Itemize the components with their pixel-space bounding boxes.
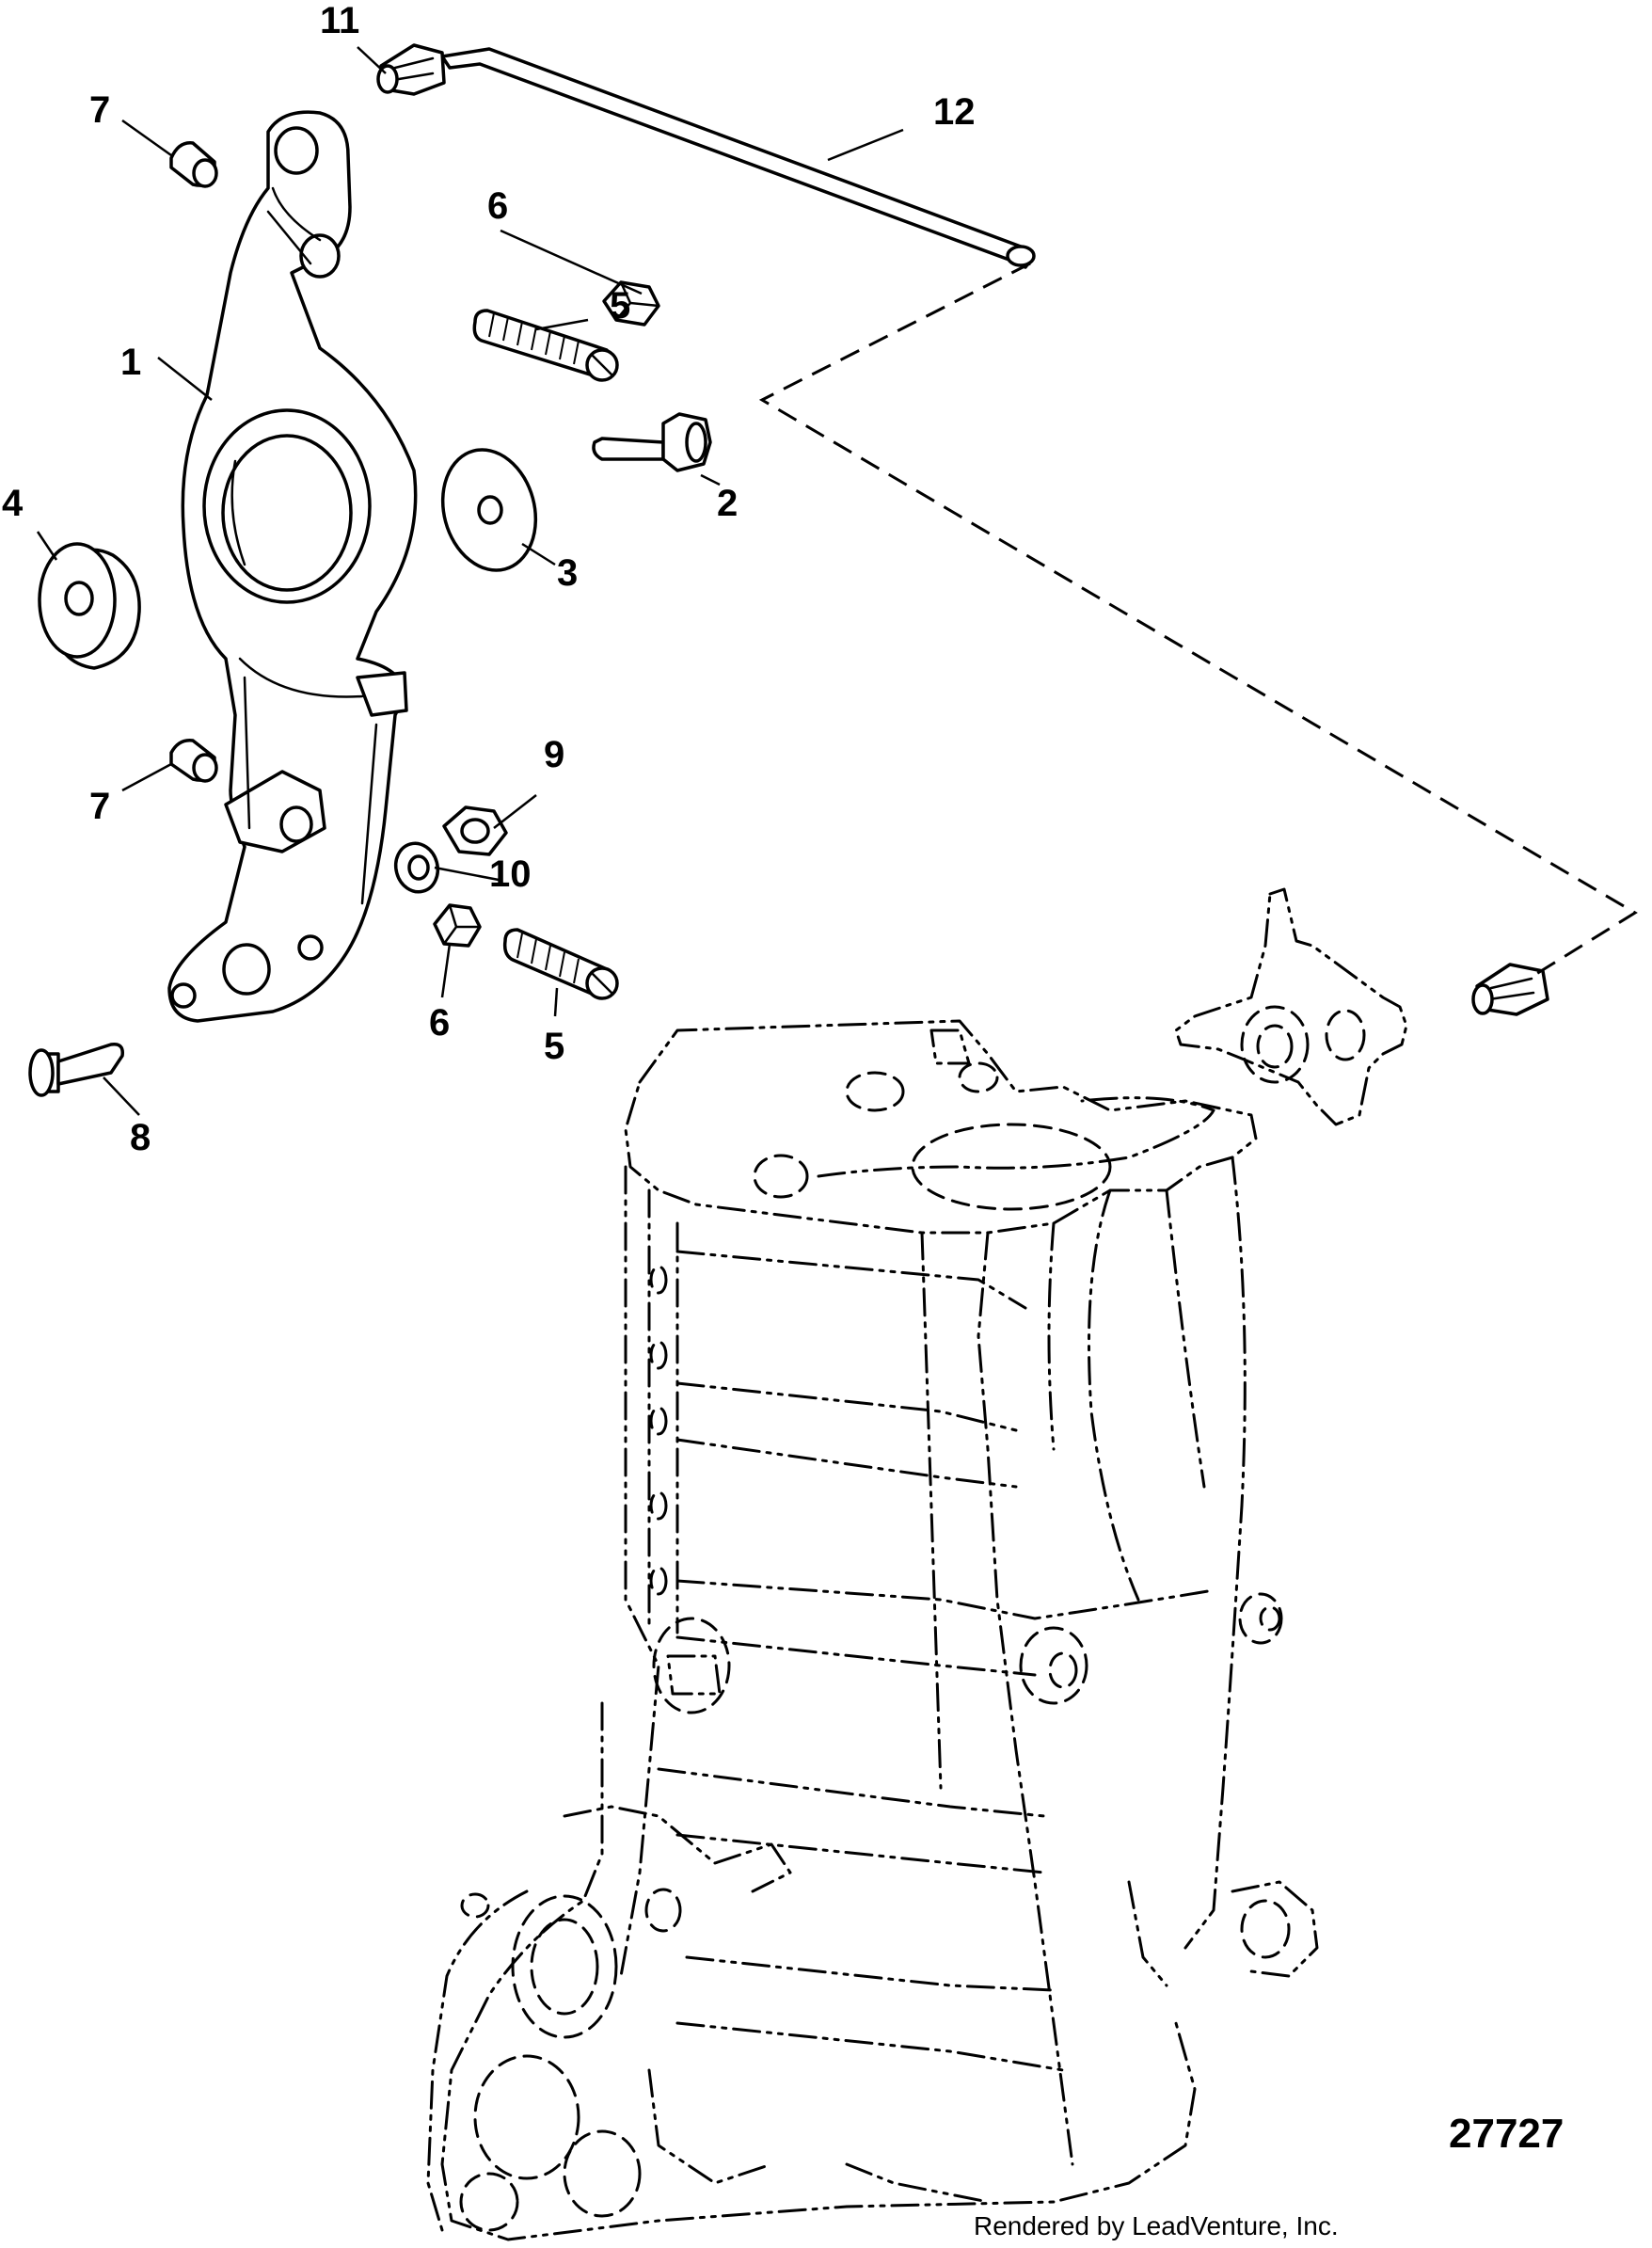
callout-10: 10 xyxy=(489,853,532,895)
callout-4: 4 xyxy=(2,483,24,524)
link-rod xyxy=(440,47,1036,269)
callout-1: 1 xyxy=(120,342,141,383)
shift-lever xyxy=(167,110,418,1023)
callouts: 1 2 3 4 5 5 6 6 7 7 8 9 10 11 12 xyxy=(2,0,976,1158)
washer-large xyxy=(440,448,538,572)
callout-7-bottom: 7 xyxy=(89,786,110,827)
callout-11: 11 xyxy=(320,0,359,41)
nut-lower xyxy=(442,805,508,856)
rod-clip-top xyxy=(376,43,446,96)
bushing-top xyxy=(169,141,218,188)
washer-small xyxy=(393,841,440,894)
callout-2: 2 xyxy=(717,483,738,524)
callout-7-top: 7 xyxy=(89,89,110,131)
callout-3: 3 xyxy=(557,552,578,594)
callout-6-top: 6 xyxy=(487,185,508,227)
pivot-pin xyxy=(28,1043,124,1097)
callout-12: 12 xyxy=(933,91,976,133)
leader-lines xyxy=(36,46,904,1116)
screw-bottom xyxy=(502,928,619,1000)
callout-8: 8 xyxy=(130,1117,151,1158)
callout-6-bottom: 6 xyxy=(429,1002,450,1044)
screw-top xyxy=(472,309,619,382)
bolt xyxy=(592,412,712,472)
nut-bottom xyxy=(433,903,482,948)
figure-number: 27727 xyxy=(1449,2111,1564,2157)
callout-5-top: 5 xyxy=(610,285,630,327)
callout-5-bottom: 5 xyxy=(544,1026,564,1067)
assembly-path-line xyxy=(758,262,1638,981)
rod-clip-housing xyxy=(1471,963,1549,1016)
plug xyxy=(38,542,141,670)
nut-top xyxy=(602,280,660,327)
callout-9: 9 xyxy=(544,734,564,775)
ghost-housing xyxy=(426,887,1408,2241)
bushing-bottom xyxy=(169,739,218,783)
render-credit: Rendered by LeadVenture, Inc. xyxy=(974,2211,1339,2240)
